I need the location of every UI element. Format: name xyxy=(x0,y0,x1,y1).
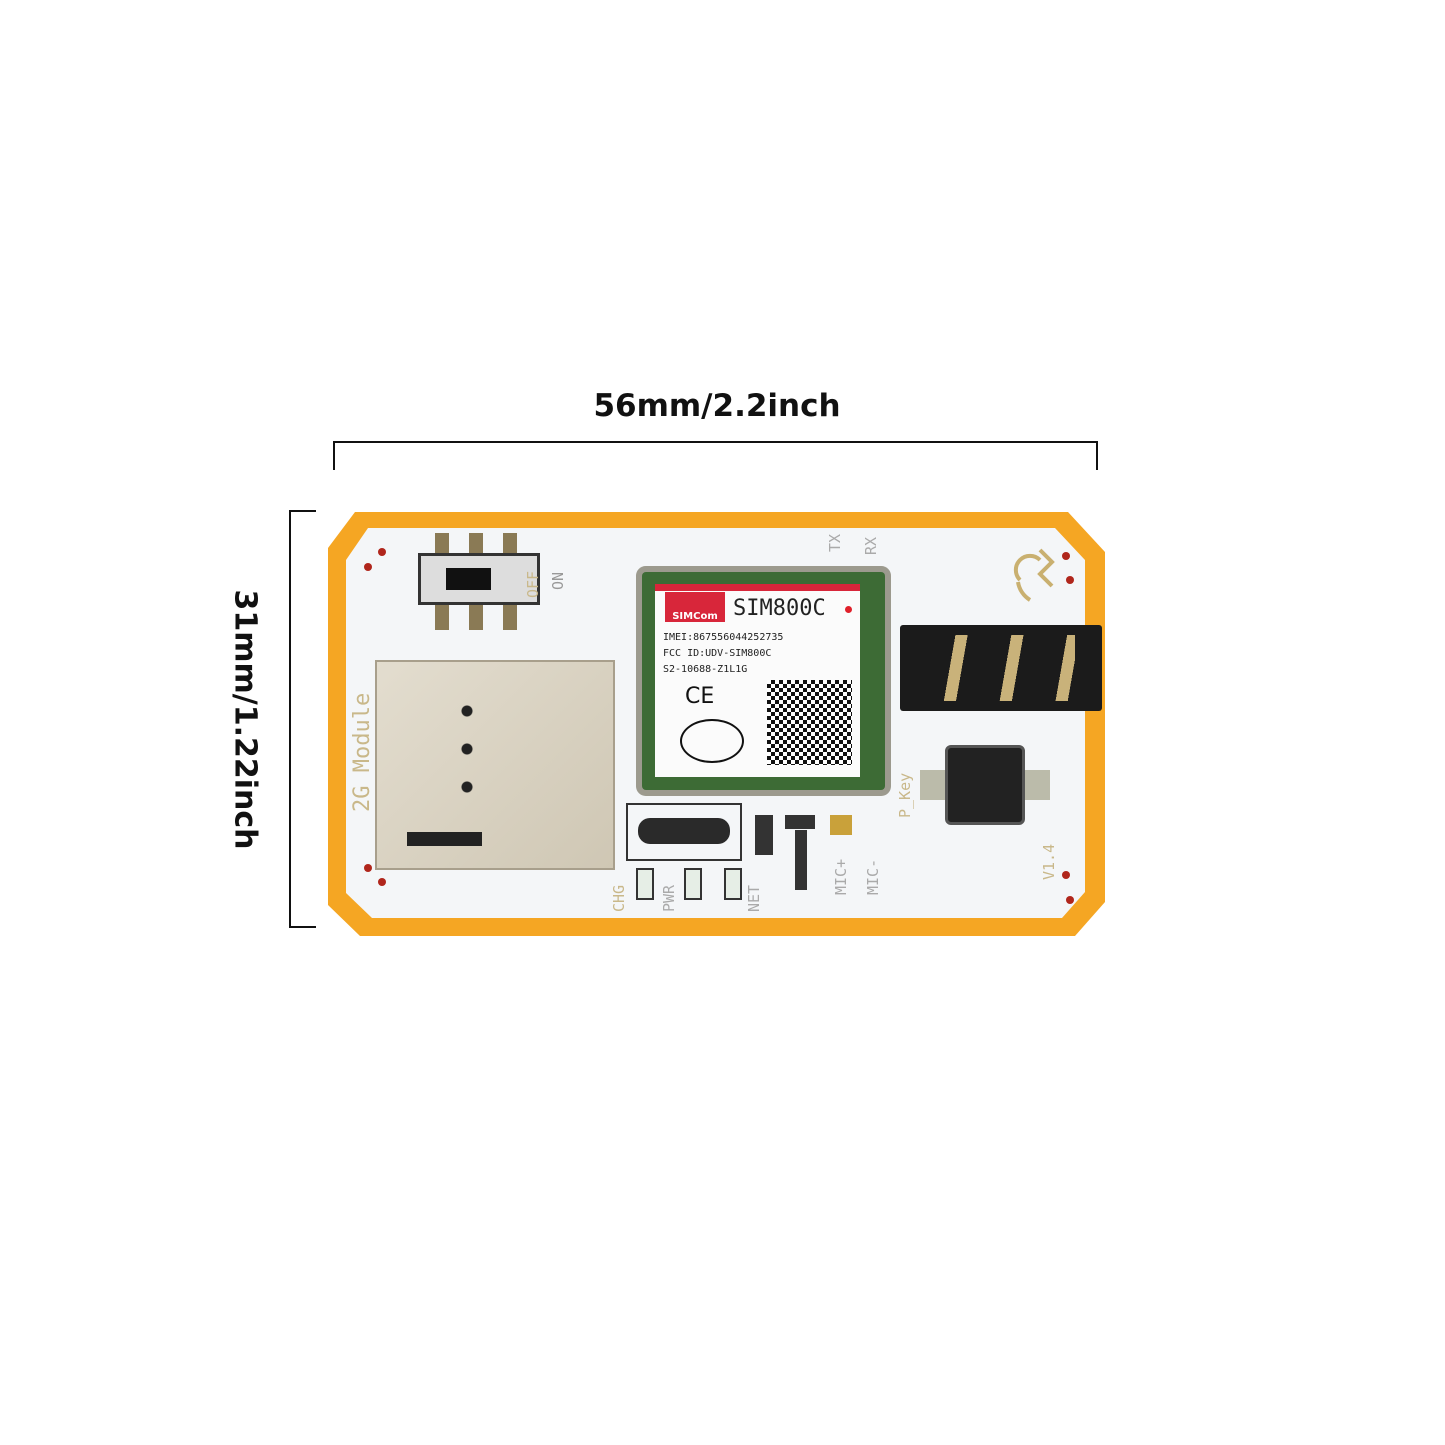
height-dimension-tick-bottom xyxy=(289,926,316,928)
module-code: S2-10688-Z1L1G xyxy=(663,664,748,675)
pin1-dot xyxy=(845,606,852,613)
switch-on-label: ON xyxy=(549,571,567,590)
net-label: NET xyxy=(745,884,763,912)
mic-plus-label: MIC+ xyxy=(832,858,850,895)
rx-label: RX xyxy=(862,536,880,555)
board-title: 2G Module xyxy=(350,692,375,812)
switch-pins-top xyxy=(435,533,520,553)
power-switch[interactable] xyxy=(418,553,540,605)
ccc-mark-icon xyxy=(680,719,744,763)
led-pwr xyxy=(684,868,702,900)
label-red-stripe xyxy=(655,584,860,591)
module-imei: IMEI:867556044252735 xyxy=(663,632,784,643)
audio-jack[interactable] xyxy=(900,625,1102,711)
width-dimension-line xyxy=(333,441,1098,443)
p-key-button[interactable] xyxy=(945,745,1025,825)
mounting-dots xyxy=(364,548,1074,904)
ce-mark: CE xyxy=(685,684,715,709)
tx-label: TX xyxy=(826,533,844,552)
simcom-logo: SIMCom xyxy=(665,592,725,622)
logo-icon xyxy=(1013,548,1055,602)
height-dimension-line xyxy=(289,510,291,928)
sim-latch xyxy=(407,832,482,846)
switch-knob xyxy=(446,568,491,590)
simcom-logo-text: SIMCom xyxy=(672,611,718,622)
width-dimension-label: 56mm/2.2inch xyxy=(593,388,841,424)
pwr-label: PWR xyxy=(660,884,678,912)
qr-code-icon xyxy=(767,680,852,765)
height-dimension-tick-top xyxy=(289,510,316,512)
switch-pins-bottom xyxy=(435,605,520,630)
module-fcc: FCC ID:UDV-SIM800C xyxy=(663,648,772,659)
led-chg xyxy=(636,868,654,900)
micro-usb-port[interactable] xyxy=(626,803,742,861)
gsm-module: SIMCom SIM800C IMEI:867556044252735 FCC … xyxy=(642,572,885,790)
p-key-label: P_Key xyxy=(896,772,914,818)
led-net xyxy=(724,868,742,900)
width-dimension-tick-left xyxy=(333,441,335,470)
module-model: SIM800C xyxy=(733,596,826,621)
mic-minus-label: MIC- xyxy=(864,858,882,895)
sim-card-holder[interactable] xyxy=(375,660,615,870)
jack-contacts xyxy=(925,635,1075,701)
smd-components xyxy=(755,815,855,895)
usb-socket xyxy=(638,818,730,844)
version-label: V1.4 xyxy=(1040,843,1058,880)
module-label: SIMCom SIM800C IMEI:867556044252735 FCC … xyxy=(655,584,860,777)
switch-off-label: OFF xyxy=(524,570,542,598)
sim-contacts xyxy=(417,692,517,802)
chg-label: CHG xyxy=(610,884,628,912)
width-dimension-tick-right xyxy=(1096,441,1098,470)
